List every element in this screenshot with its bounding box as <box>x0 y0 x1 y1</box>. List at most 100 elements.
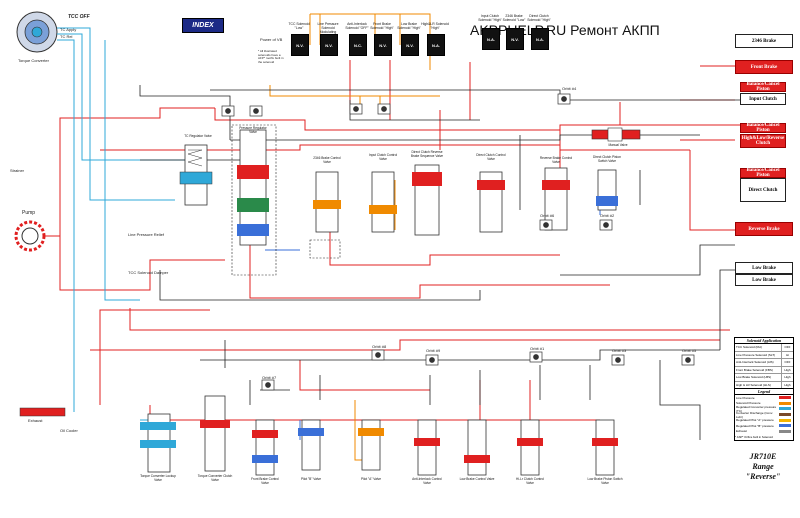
torque-converter <box>16 11 58 53</box>
orbit-label-6: Orbit #6 <box>540 213 555 218</box>
pump-label: Pump <box>22 210 36 216</box>
oil-cooler-label: Oil Cooler <box>60 428 78 433</box>
input-clutch-control-label: Input Clutch Control Valve <box>368 153 398 161</box>
tc-apply-label: TC Apply <box>60 27 77 32</box>
table-row: Line Pressure Solenoid (SLT)Hi <box>735 351 793 359</box>
brake-2346-box: 2346 Brake <box>735 34 793 48</box>
manual-valve-label: Manual Valve <box>608 143 628 147</box>
brake-2346-solenoid-label: 2346 Brake Solenoid "Low" <box>502 14 526 22</box>
pilot-a-label: Pilot "A" Valve <box>360 477 382 481</box>
brake-2346-solenoid[interactable]: N.V. <box>506 28 524 50</box>
tc-regulator-label: TC Regulator Valve <box>184 134 212 138</box>
line-pressure-solenoid-label: Line Pressure Solenoid Modulating <box>317 22 339 34</box>
tcc-off-label: TCC OFF <box>68 14 90 20</box>
power-label: Power of VB <box>260 37 283 42</box>
dashed-circuits <box>231 124 341 276</box>
input-clutch-solenoid[interactable]: N.A. <box>482 28 500 50</box>
high-lr-solenoid-label: High&LR Solenoid "High" <box>421 22 449 30</box>
low-brake-solenoid[interactable]: N.V. <box>401 34 419 56</box>
valve-bodies <box>140 127 641 476</box>
strainer-label: Strainer <box>10 168 25 173</box>
exhaust-label: Exhaust <box>28 418 43 423</box>
direct-clutch-control-label: Direct Clutch Control Valve <box>476 153 506 161</box>
legend-note: * ASP* Orifice built in Solenoid <box>735 434 773 439</box>
low-brake-piston-switch-label: Low Brake Piston Switch Valve <box>587 477 623 485</box>
pilot-b-label: Pilot "B" Valve <box>300 477 322 481</box>
legend-item: Solenoid Pressure <box>735 401 793 407</box>
orbit-label-2: Orbit #2 <box>600 213 615 218</box>
pressure-regulator-label: Pressure Regulator Valve <box>239 126 267 134</box>
front-brake-solenoid-label: Front Brake Solenoid "High" <box>370 22 394 30</box>
line-pressure-solenoid[interactable]: N.V. <box>320 34 338 56</box>
table-row: Anti-Interlock Solenoid (AIS)OFF <box>735 359 793 367</box>
orbit-label-4: Orbit #4 <box>562 86 577 91</box>
solenoid-table-title: Solenoid Application <box>735 338 793 344</box>
range-value: "Reverse" <box>745 472 781 481</box>
front-brake-solenoid[interactable]: N.V. <box>374 34 392 56</box>
input-clutch-solenoid-label: Input Clutch Solenoid "High" <box>478 14 502 22</box>
front-brake-control-label: Front Brake Control Valve <box>251 477 279 485</box>
tcc-damper-label: TCC Solenoid Damper <box>128 270 169 275</box>
tc-lockup-label: Torque Converter Lockup Valve <box>140 474 176 482</box>
direct-clutch-solenoid-label: Direct Clutch Solenoid "High" <box>527 14 551 22</box>
legend-item: Converter Discharge (Conv. Lubr) <box>735 411 793 419</box>
tcc-solenoid-label: TCC Solenoid "Low" <box>288 22 310 30</box>
hi-lr-control-label: Hi-Lr Clutch Control Valve <box>516 477 544 485</box>
low-brake-box-1: Low Brake <box>735 262 793 274</box>
tcc-solenoid[interactable]: N.V. <box>291 34 309 56</box>
orbit-label-7: Orbit #7 <box>262 375 277 380</box>
direct-clutch-solenoid[interactable]: N.A. <box>531 28 549 50</box>
tc-release-label: TC Rel <box>60 34 73 39</box>
legend-title: Legend <box>735 389 793 395</box>
table-row: Low Brake Solenoid (LBS)High <box>735 374 793 382</box>
solenoid-note: * All illustrated solenoids have a AFP* … <box>258 49 284 64</box>
dc-piston-switch-label: Direct Clutch Piston Switch Valve <box>593 155 621 163</box>
table-row: TCC Solenoid (RH)OFF <box>735 344 793 352</box>
anti-interlock-label: Anti-Interlock Control Valve <box>412 477 442 485</box>
orbit-label-1: Orbit #1 <box>530 346 545 351</box>
converter-wires <box>57 27 185 421</box>
legend-item: Regulated Pilot "A" pressure <box>735 417 793 423</box>
pump <box>14 220 46 252</box>
orbit-label-3: Orbit #3 <box>612 348 627 353</box>
anti-interlock-solenoid-label: Anti-Interlock Solenoid "OFF" <box>345 22 369 30</box>
checkballs <box>221 93 695 391</box>
index-button[interactable]: INDEX <box>182 18 224 33</box>
range-title: JR710E Range "Reverse" <box>736 452 790 482</box>
legend-item: Regulated Pilot "B" pressure <box>735 423 793 429</box>
reverse-brake-control-label: Reverse Brake Control Valve <box>539 156 573 164</box>
line-pressure-relief-label: Line Pressure Relief <box>128 232 165 237</box>
high-lr-solenoid[interactable]: N.A. <box>427 34 445 56</box>
range-label: Range <box>752 462 774 471</box>
pilot-b-wires <box>265 200 601 440</box>
dc-rb-sequence-label: Direct Clutch Reverse Brake Sequence Val… <box>410 150 444 158</box>
orbit-label-8: Orbit #8 <box>372 344 387 349</box>
legend-item: Exhaust <box>735 429 793 435</box>
oil-pan <box>19 407 66 417</box>
low-brake-control-label: Low Brake Control Valve <box>459 477 495 481</box>
legend: Legend Line Pressure Solenoid Pressure R… <box>734 388 794 441</box>
model-name: JR710E <box>749 452 777 461</box>
torque-converter-label: Torque Converter <box>18 58 49 63</box>
balance-piston-3: Balance/Cancel Piston <box>740 168 786 178</box>
balance-piston-2: Balance/Cancel Piston <box>740 123 786 133</box>
legend-item: Line Pressure <box>735 395 793 401</box>
low-brake-solenoid-label: Low Brake Solenoid "High" <box>397 22 421 30</box>
front-brake-box: Front Brake <box>735 60 793 74</box>
input-clutch-box: Input Clutch <box>740 93 786 105</box>
balance-piston-1: Balance/Cancel Piston <box>740 82 786 92</box>
line-pressure-wires <box>44 60 740 430</box>
brake-2346-control-label: 2346 Brake Control Valve <box>313 156 341 164</box>
orbit-label-9: Orbit #9 <box>426 348 441 353</box>
solenoid-pressure-wires <box>269 13 440 461</box>
orbit-label-5: Orbit #5 <box>682 348 697 353</box>
tc-clutch-label: Torque Converter Clutch Valve <box>197 474 233 482</box>
reverse-brake-box: Reverse Brake <box>735 222 793 236</box>
high-low-reverse-clutch-box: High&Low/Reverse Clutch <box>740 134 786 148</box>
anti-interlock-solenoid[interactable]: N.C. <box>349 34 367 56</box>
table-row: Front Brake Solenoid (FBS)High <box>735 366 793 374</box>
low-brake-box-2: Low Brake <box>735 274 793 286</box>
legend-item: Regulated Converter pressure (TC) <box>735 405 793 413</box>
direct-clutch-box: Direct Clutch <box>740 178 786 202</box>
